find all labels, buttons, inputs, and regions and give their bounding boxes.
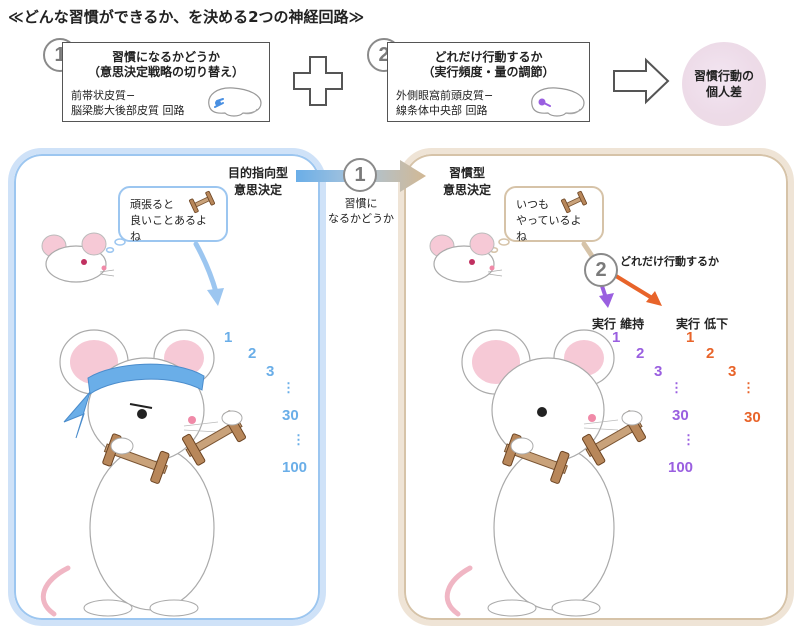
goal-label-2: 意思決定: [233, 183, 282, 197]
goal-count-2: 2: [248, 345, 257, 362]
circuit-box-2: どれだけ行動するか （実行頻度・量の調節） 外側眼窩前頭皮質− 線条体中央部 回…: [387, 42, 590, 122]
brain-icon: [531, 87, 585, 117]
goal-count-3: 3: [266, 363, 275, 380]
result-line-1: 習慣行動の: [693, 69, 754, 83]
drop-label: 実行 低下: [676, 317, 729, 331]
habit-thought-line-1: いつも: [516, 198, 549, 211]
goal-count-30: 30: [282, 407, 299, 424]
circuit-1-subheading: （意思決定戦略の切り替え）: [87, 65, 244, 79]
keep-count-100: 100: [668, 459, 694, 476]
habit-step-2-badge: 2: [584, 253, 618, 287]
keep-count-1: 1: [612, 329, 621, 346]
circuit-1-heading: 習慣になるかどうか: [111, 50, 220, 64]
goal-count-100: 100: [282, 459, 308, 476]
keep-count-2: 2: [636, 345, 645, 362]
goal-ellipsis-2: ⋮: [292, 432, 305, 447]
habit-thought-bubble: いつも やっているよね: [504, 186, 604, 243]
goal-label-1: 目的指向型: [227, 166, 288, 180]
dumbbell-icon: [561, 190, 587, 214]
keep-count-30: 30: [672, 407, 689, 424]
goal-ellipsis-1: ⋮: [282, 380, 295, 395]
mouse-icon: [40, 329, 247, 617]
mouse-icon: [429, 232, 503, 283]
circuit-1-region-a: 前帯状皮質−: [71, 89, 136, 102]
goal-thought-line-2: 良いことあるよね: [130, 214, 207, 243]
thought-dots: [105, 238, 126, 253]
habitual-panel: [398, 148, 794, 626]
transition-label-1: 習慣に: [344, 197, 378, 210]
keep-count-3: 3: [654, 363, 663, 380]
plus-icon: [293, 56, 343, 106]
transition-step-1-badge: 1: [343, 158, 377, 192]
drop-ellipsis: ⋮: [742, 380, 755, 395]
keep-ellipsis-2: ⋮: [682, 432, 695, 447]
habit-thought-line-2: やっているよね: [516, 214, 582, 243]
result-circle: [682, 42, 766, 126]
circuit-2-region-b: 線条体中央部 回路: [396, 104, 488, 117]
goal-count-1: 1: [224, 329, 233, 346]
dumbbell-icon: [189, 190, 215, 214]
result-line-2: 個人差: [705, 85, 742, 99]
drop-count-3: 3: [728, 363, 737, 380]
mouse-icon: [444, 329, 647, 617]
circuit-1-region-b: 脳梁膨大後部皮質 回路: [71, 104, 185, 117]
habit-label-1: 習慣型: [448, 166, 485, 180]
circuit-2-heading: どれだけ行動するか: [434, 50, 543, 64]
keep-label: 実行 維持: [592, 317, 645, 331]
goal-directed-panel: [8, 148, 326, 626]
brain-icon: [208, 87, 262, 117]
habit-label-2: 意思決定: [442, 183, 491, 197]
circuit-2-region-a: 外側眼窩前頭皮質−: [396, 89, 494, 102]
keep-ellipsis-1: ⋮: [670, 380, 683, 395]
circuit-2-subheading: （実行頻度・量の調節）: [422, 65, 555, 79]
circuit-box-1: 習慣になるかどうか （意思決定戦略の切り替え） 前帯状皮質− 脳梁膨大後部皮質 …: [62, 42, 270, 122]
drop-count-30: 30: [744, 409, 761, 426]
drop-count-2: 2: [706, 345, 715, 362]
mouse-icon: [41, 232, 115, 283]
transition-label-2: なるかどうか: [328, 212, 394, 225]
habit-branch-label: どれだけ行動するか: [620, 255, 719, 268]
page-title: ≪どんな習慣ができるか、を決める2つの神経回路≫: [8, 8, 365, 26]
right-arrow-icon: [613, 57, 670, 105]
drop-count-1: 1: [686, 329, 695, 346]
goal-thought-line-1: 頑張ると: [130, 198, 174, 211]
